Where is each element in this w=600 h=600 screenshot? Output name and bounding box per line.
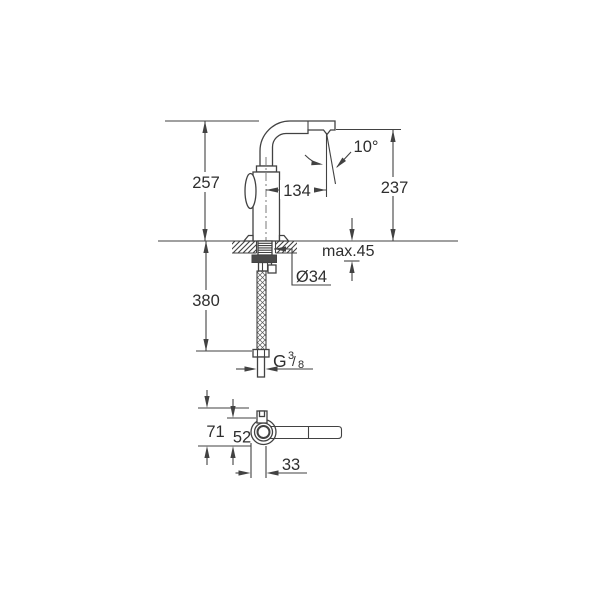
lever-handle-top bbox=[270, 425, 343, 440]
center-offset-label: 33 bbox=[282, 456, 300, 474]
angled-stream-line bbox=[325, 132, 337, 185]
thread-letter-label: G bbox=[273, 351, 287, 371]
front-dimensions: 257 380 134 bbox=[165, 120, 410, 372]
dim-overall-height: 257 bbox=[191, 121, 221, 241]
thread-fraction-slash: / bbox=[292, 354, 296, 369]
dim-body-depth: 52 bbox=[230, 399, 251, 465]
faucet-outline bbox=[242, 120, 336, 275]
spout-tube bbox=[259, 120, 336, 167]
overall-height-label: 257 bbox=[192, 174, 220, 192]
dim-outlet-height: 237 bbox=[379, 130, 410, 241]
dim-overall-depth: 71 bbox=[204, 390, 225, 465]
check-valve bbox=[267, 264, 277, 274]
hose-end-nut bbox=[252, 348, 270, 358]
dim-thread-size: G 3 / 8 bbox=[236, 350, 313, 372]
dim-max-deck-thickness: max.45 bbox=[322, 218, 375, 281]
hole-diameter-label: Ø34 bbox=[296, 268, 327, 286]
top-view: 71 52 33 bbox=[198, 390, 343, 478]
dim-spout-reach: 134 bbox=[266, 180, 326, 200]
under-counter-parts bbox=[251, 240, 277, 378]
hose-end-nut-facets bbox=[256, 349, 266, 357]
dim-hose-length: 380 bbox=[191, 241, 221, 351]
front-view: 257 380 134 bbox=[158, 120, 458, 378]
thread-numerator-label: 3 bbox=[288, 350, 294, 362]
mounting-nut bbox=[251, 254, 277, 263]
hose-length-label: 380 bbox=[192, 292, 220, 310]
connection-tube bbox=[256, 356, 266, 378]
body-inner-circle bbox=[256, 425, 271, 439]
body-depth-label: 52 bbox=[233, 429, 251, 447]
outlet-height-label: 237 bbox=[381, 179, 409, 197]
deck-section bbox=[158, 240, 458, 254]
spout-reach-label: 134 bbox=[283, 182, 311, 200]
counter-hatch-left bbox=[232, 241, 257, 253]
spout-nose-slot bbox=[258, 410, 266, 418]
overall-depth-label: 71 bbox=[206, 423, 224, 441]
counter-hatch-right bbox=[275, 241, 297, 253]
neck-collar bbox=[255, 165, 278, 173]
spray-angle-label: 10° bbox=[354, 138, 379, 156]
lever-handle-side bbox=[244, 172, 257, 210]
thread-denominator-label: 8 bbox=[298, 359, 304, 371]
dim-center-offset: 33 bbox=[235, 456, 307, 476]
top-view-body bbox=[250, 410, 343, 446]
dim-hole-diameter: Ø34 bbox=[274, 246, 331, 286]
max-deck-thickness-label: max.45 bbox=[322, 243, 375, 260]
shank-threads bbox=[258, 242, 272, 254]
braided-hose bbox=[256, 270, 267, 351]
dim-spray-angle: 10° bbox=[304, 132, 379, 197]
